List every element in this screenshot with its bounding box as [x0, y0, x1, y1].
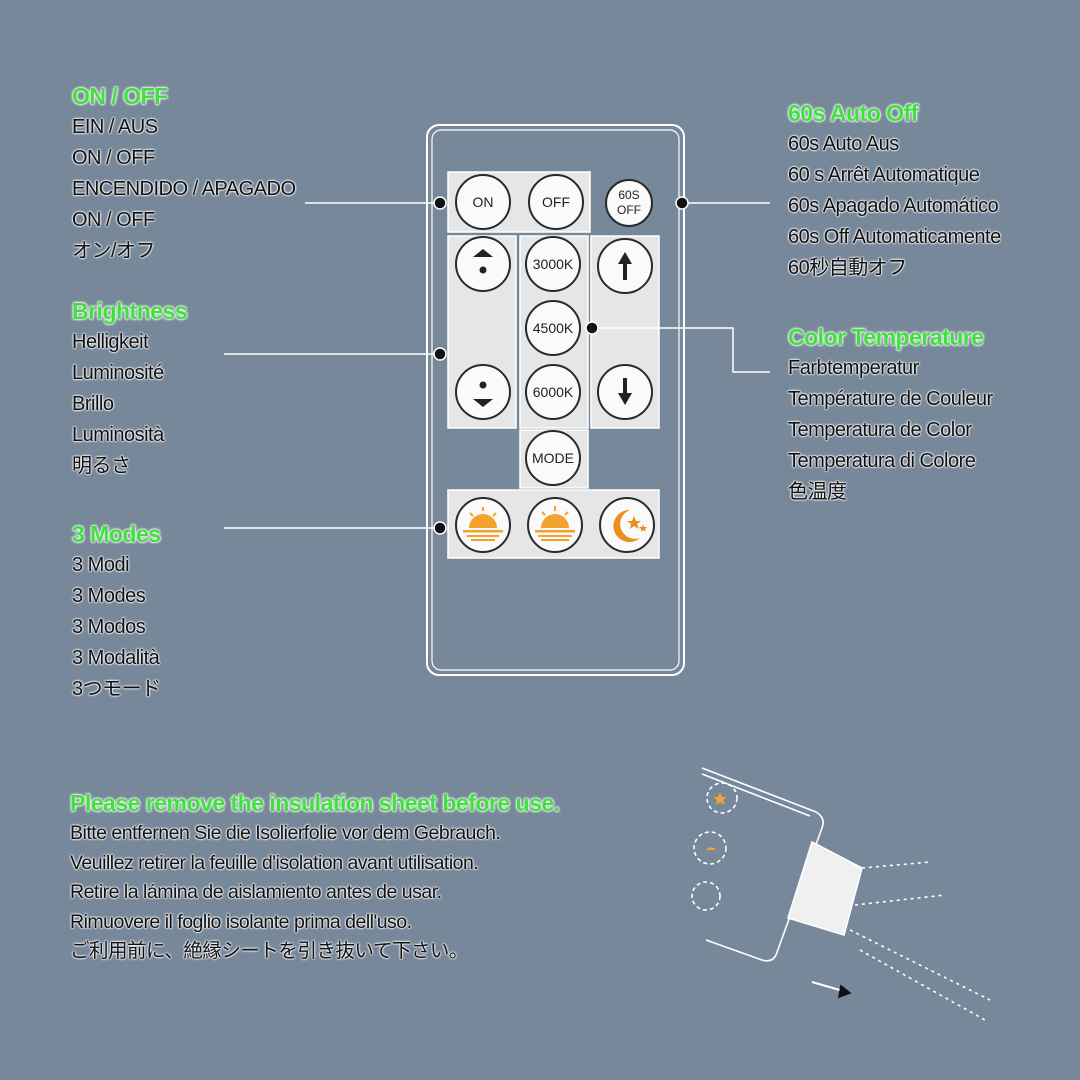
on-off-line-es: ENCENDIDO / APAGADO — [72, 178, 296, 200]
color-temp-heading: Color Temperature — [788, 324, 984, 350]
60s-off-button-circle — [605, 179, 653, 227]
color-temp-line-es: Temperatura de Color — [788, 419, 972, 441]
brightness-down-icon — [473, 381, 493, 407]
on-button-circle — [455, 174, 511, 230]
brightness-callout: Brightness Helligkeit Luminosité Brillo … — [72, 295, 188, 482]
brightness-up-circle — [455, 236, 511, 292]
moon-stars-icon — [613, 509, 647, 542]
60s-label-top: 60S — [618, 188, 639, 202]
insulation-note: Please remove the insulation sheet befor… — [70, 787, 560, 967]
brightness-line-de: Helligkeit — [72, 331, 149, 353]
auto-off-line-es: 60s Apagado Automático — [788, 195, 999, 217]
60s-label-bottom: OFF — [617, 203, 641, 217]
on-off-callout: ON / OFF EIN / AUS ON / OFF ENCENDIDO / … — [72, 80, 296, 267]
6000k-label: 6000K — [533, 384, 574, 400]
callout-dots — [433, 196, 689, 535]
brightness-line-ja: 明るさ — [72, 455, 131, 477]
modes-line-ja: 3つモード — [72, 678, 161, 700]
sunrise-icon — [463, 507, 503, 541]
on-off-line-it: ON / OFF — [72, 209, 155, 231]
sheet-mini-icons — [706, 792, 727, 850]
auto-off-line-fr: 60 s Arrêt Automatique — [788, 164, 980, 186]
3000k-circle — [525, 236, 581, 292]
color-temp-line-fr: Température de Couleur — [788, 388, 993, 410]
4500k-circle — [525, 300, 581, 356]
modes-line-it2: 3 Modalità — [72, 647, 160, 669]
round-buttons — [455, 174, 655, 553]
color-temp-line-de: Farbtemperatur — [788, 357, 919, 379]
insulation-line-ja: ご利用前に、絶縁シートを引き抜いて下さい。 — [70, 940, 468, 962]
auto-off-line-it: 60s Off Automaticamente — [788, 226, 1001, 248]
insulation-line-es: Retire la lámina de aislamiento antes de… — [70, 881, 442, 903]
auto-off-heading: 60s Auto Off — [788, 100, 918, 126]
brightness-line-fr: Luminosité — [72, 362, 164, 384]
on-off-line-de: EIN / AUS — [72, 116, 158, 138]
brightness-heading: Brightness — [72, 298, 188, 324]
3000k-label: 3000K — [533, 256, 574, 272]
mode-label: MODE — [532, 450, 574, 466]
auto-off-callout: 60s Auto Off 60s Auto Aus 60 s Arrêt Aut… — [788, 97, 1001, 284]
6000k-circle — [525, 364, 581, 420]
color-temp-callout: Color Temperature Farbtemperatur Tempéra… — [788, 321, 993, 508]
modes-heading: 3 Modes — [72, 521, 161, 547]
off-button-circle — [528, 174, 584, 230]
color-temp-line-it: Temperatura di Colore — [788, 450, 976, 472]
on-off-line-fr: ON / OFF — [72, 147, 155, 169]
arrow-down-icon — [618, 378, 632, 405]
brightness-up-icon — [473, 249, 493, 274]
insulation-line-fr: Veuillez retirer la feuille d'isolation … — [70, 851, 479, 874]
auto-off-line-ja: 60秒自動オフ — [788, 257, 907, 279]
callout-lines — [224, 202, 770, 529]
insulation-line-de: Bitte entfernen Sie die Isolierfolie vor… — [70, 822, 501, 844]
4500k-label: 4500K — [533, 320, 574, 336]
modes-line-fr: 3 Modes — [72, 585, 146, 607]
brightness-line-it: Luminosità — [72, 424, 164, 446]
modes-line-es: 3 Modos — [72, 616, 146, 638]
brightness-line-es: Brillo — [72, 393, 114, 415]
insulation-line-it: Rimuovere il foglio isolante prima dell'… — [70, 910, 412, 933]
auto-off-line-de: 60s Auto Aus — [788, 133, 899, 155]
modes-line-it: 3 Modi — [72, 554, 130, 576]
off-button-label: OFF — [542, 194, 570, 210]
on-off-line-ja: オン/オフ — [72, 240, 156, 262]
insulation-heading: Please remove the insulation sheet befor… — [70, 790, 560, 816]
insulation-sheet-illustration — [691, 767, 991, 1021]
remote-body — [426, 124, 685, 676]
arrow-up-icon — [618, 252, 632, 280]
color-temp-line-ja: 色温度 — [788, 481, 847, 503]
on-off-heading: ON / OFF — [72, 83, 168, 109]
modes-callout: 3 Modes 3 Modi 3 Modes 3 Modos 3 Modalit… — [72, 518, 161, 705]
sun-icon — [535, 506, 575, 541]
mode-circle — [525, 430, 581, 486]
brightness-down-circle — [455, 364, 511, 420]
on-button-label: ON — [473, 194, 494, 210]
moon-circle — [599, 497, 655, 553]
